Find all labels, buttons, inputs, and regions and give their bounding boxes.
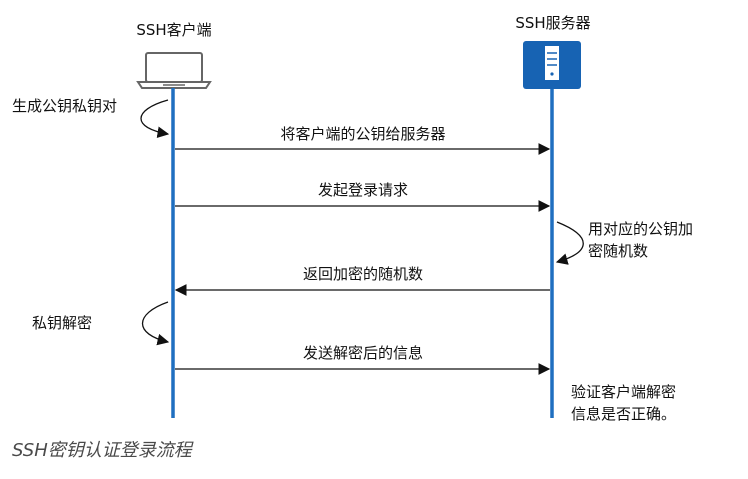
step-encrypt-random: 用对应的公钥加 密随机数 (588, 218, 708, 262)
message-label-return-encrypted: 返回加密的随机数 (302, 265, 424, 283)
message-label-login-request: 发起登录请求 (317, 181, 409, 199)
laptop-icon (136, 52, 212, 89)
server-label: SSH服务器 (515, 14, 591, 32)
server-icon (523, 41, 581, 89)
self-arrow-generate-keypair (140, 99, 170, 139)
message-label-send-decrypted: 发送解密后的信息 (302, 344, 424, 362)
server-verify-note: 验证客户端解密 信息是否正确。 (571, 381, 721, 425)
step-encrypt-random-line-1: 用对应的公钥加 (588, 220, 694, 238)
step-generate-keypair: 生成公钥私钥对 (12, 97, 118, 115)
self-arrow-private-decrypt (141, 301, 170, 346)
message-label-send-public-key: 将客户端的公钥给服务器 (280, 125, 446, 143)
server-verify-line-2: 信息是否正确。 (571, 405, 677, 423)
self-arrow-encrypt-random (555, 221, 584, 265)
figure-caption: SSH密钥认证登录流程 (12, 440, 192, 461)
server-verify-line-1: 验证客户端解密 (571, 383, 677, 401)
client-label: SSH客户端 (136, 21, 212, 39)
step-encrypt-random-line-2: 密随机数 (588, 242, 649, 260)
step-private-decrypt: 私钥解密 (32, 314, 93, 332)
